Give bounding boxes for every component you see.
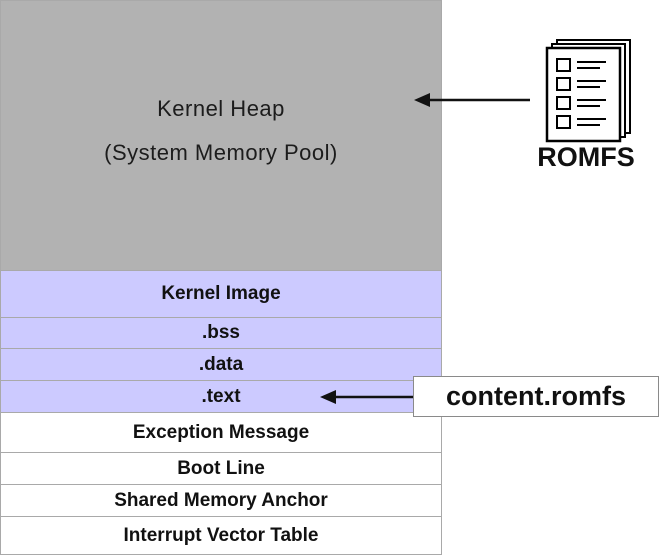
content-romfs-label: content.romfs (413, 376, 659, 417)
kernel-heap-subtitle: (System Memory Pool) (104, 139, 338, 165)
exception-message-region: Exception Message (0, 412, 442, 453)
memory-map: Kernel Heap (System Memory Pool) Kernel … (0, 0, 442, 555)
document-stack-icon (545, 39, 631, 143)
content-to-text-arrow-icon (320, 390, 413, 404)
boot-line-region: Boot Line (0, 452, 442, 485)
romfs-label: ROMFS (537, 142, 635, 172)
shared-memory-anchor-region: Shared Memory Anchor (0, 484, 442, 517)
kernel-heap-region: Kernel Heap (System Memory Pool) (0, 0, 442, 271)
kernel-heap-title: Kernel Heap (157, 95, 285, 121)
romfs-to-heap-arrow-icon (414, 93, 530, 107)
kernel-image-region: Kernel Image (0, 270, 442, 318)
